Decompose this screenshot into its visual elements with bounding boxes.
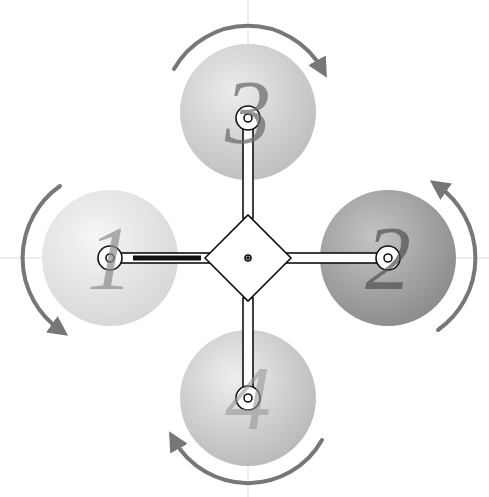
propeller-disc: 2 <box>320 190 456 326</box>
motor-number: 1 <box>87 212 133 304</box>
propeller-disc: 4 <box>180 330 316 466</box>
motor-number: 2 <box>365 212 411 304</box>
propeller-disc: 3 <box>180 44 316 180</box>
motor-number: 4 <box>225 352 271 444</box>
propeller-discs <box>42 44 456 466</box>
propeller-disc: 1 <box>42 190 178 326</box>
motor-number: 3 <box>225 66 271 158</box>
rotation-arrows <box>23 26 476 483</box>
